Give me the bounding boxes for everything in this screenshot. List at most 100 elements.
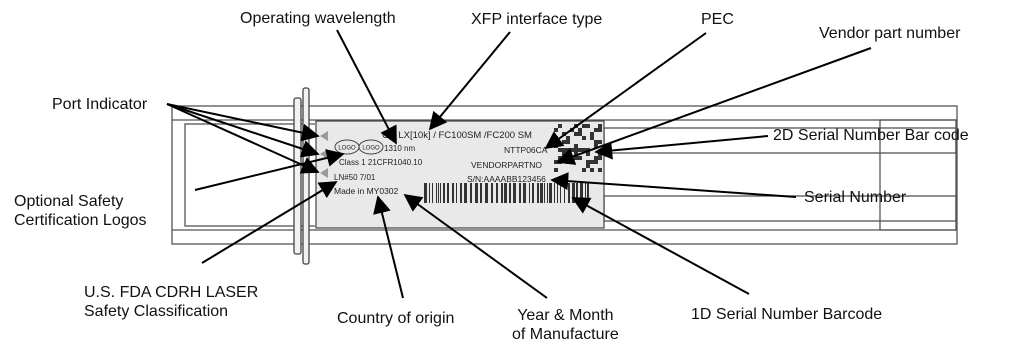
barcode-2d-module [586, 152, 590, 156]
callout-fda-cdrh: U.S. FDA CDRH LASER Safety Classificatio… [84, 284, 259, 320]
barcode-1d-bar [452, 183, 454, 203]
barcode-2d-module [554, 168, 558, 172]
barcode-2d-module [578, 156, 582, 160]
callout-vendor-part-number: Vendor part number [819, 25, 961, 42]
barcode-2d-module [582, 168, 586, 172]
barcode-1d-bar [549, 183, 552, 203]
barcode-1d-bar [509, 183, 511, 203]
barcode-1d-bar [424, 183, 427, 203]
barcode-1d-bar [540, 183, 543, 203]
arrow-2d-barcode [594, 135, 769, 160]
arrow-fda-cdrh [201, 181, 338, 264]
callout-serial-number: Serial Number [804, 189, 907, 206]
callout-optional-safety-logos: Optional Safety Certification Logos [14, 193, 147, 229]
callout-xfp-interface-type: XFP interface type [471, 11, 603, 28]
port-indicator-triangle-3 [320, 168, 328, 178]
barcode-1d-bar [560, 183, 561, 203]
barcode-2d-module [582, 124, 586, 128]
barcode-1d-bar [544, 183, 545, 203]
callout-2d-serial-barcode: 2D Serial Number Bar code [773, 127, 969, 144]
barcode-1d-bar [475, 183, 478, 203]
logo-text-2: LOGO [362, 146, 380, 152]
barcode-1d-bar [443, 183, 445, 203]
barcode-1d-bar [554, 183, 555, 203]
barcode-2d-module [574, 132, 578, 136]
arrow-1d-barcode [571, 197, 750, 295]
arrow-port-indicator-2 [166, 103, 320, 158]
callout-operating-wavelength: Operating wavelength [240, 10, 396, 27]
barcode-1d-bar [580, 183, 583, 203]
barcode-2d-module [570, 148, 574, 152]
barcode-1d-bar [519, 183, 521, 203]
logo-oval-2 [358, 139, 384, 155]
barcode-2d-module [598, 168, 602, 172]
callout-1d-serial-barcode: 1D Serial Number Barcode [691, 306, 883, 323]
class-line-text: Class 1 21CFR1040.10 [339, 158, 423, 167]
barcode-2d-module [590, 136, 594, 140]
barcode-1d-bar [460, 183, 462, 203]
barcode-1d-bar [529, 183, 530, 203]
barcode-1d-bar [564, 183, 565, 203]
callout-pec: PEC [701, 11, 734, 28]
vendor-part-text: VENDORPARTNO [471, 160, 542, 170]
barcode-2d-module [598, 128, 602, 132]
made-in-text: Made in MY0302 [334, 186, 399, 196]
barcode-1d-bar [485, 183, 488, 203]
barcode-2d-module [586, 148, 590, 152]
barcode-1d-bar [480, 183, 482, 203]
barcode-1d-bar [470, 183, 472, 203]
barcode-2d-module [590, 132, 594, 136]
barcode-2d-module [578, 132, 582, 136]
arrow-xfp-interface-type [428, 31, 511, 131]
callout-country-of-origin: Country of origin [337, 310, 455, 327]
barcode-2d-module [594, 140, 598, 144]
barcode-2d-module [594, 128, 598, 132]
barcode-1d-bar [513, 183, 516, 203]
barcode-1d-bar [447, 183, 449, 203]
barcode-2d-module [586, 160, 590, 164]
barcode-1d-bar [440, 183, 441, 203]
barcode-2d-module [562, 140, 566, 144]
barcode-2d-module [582, 136, 586, 140]
barcode-1d-bar [432, 183, 433, 203]
barcode-1d-bar [568, 183, 570, 203]
barcode-2d-module [566, 152, 570, 156]
barcode-2d-module [566, 148, 570, 152]
arrow-port-indicator-1 [166, 103, 320, 142]
ln-line-text: LN#50 7/01 [334, 173, 376, 182]
bail-latch [293, 87, 310, 265]
port-indicator-triangle-1 [320, 131, 328, 141]
barcode-2d-module [554, 144, 558, 148]
barcode-1d-bar [504, 183, 507, 203]
barcode-1d-bar [585, 183, 586, 203]
barcode-2d-module [554, 128, 558, 132]
barcode-2d-module [566, 136, 570, 140]
barcode-1d-bar [523, 183, 526, 203]
arrow-port-indicator-3 [166, 103, 320, 174]
barcode-2d-module [578, 128, 582, 132]
barcode-1d-bar [572, 183, 575, 203]
callout-port-indicator: Port Indicator [52, 96, 148, 113]
callout-year-month: Year & Month of Manufacture [512, 307, 619, 343]
barcode-2d-module [566, 140, 570, 144]
barcode-1d-bar [464, 183, 467, 203]
barcode-2d-module [598, 124, 602, 128]
barcode-2d-module [590, 160, 594, 164]
barcode-2d-module [598, 156, 602, 160]
logo-text-1: LOGO [338, 146, 356, 152]
arrow-serial-number [550, 172, 797, 198]
barcode-2d-module [562, 148, 566, 152]
barcode-1d-bar [587, 183, 589, 203]
arrow-pec [544, 32, 707, 150]
arrow-country-of-origin [373, 195, 404, 299]
barcode-1d-bar [491, 183, 493, 203]
barcode-1d-bar [576, 183, 578, 203]
callout-arrows [166, 29, 872, 299]
barcode-2d-module [594, 156, 598, 160]
barcode-1d-bar [532, 183, 534, 203]
arrow-safety-logos [194, 149, 345, 191]
interface-type-line: GE LX[10k] / FC100SM /FC200 SM [382, 130, 532, 141]
barcode-2d-module [558, 156, 562, 160]
